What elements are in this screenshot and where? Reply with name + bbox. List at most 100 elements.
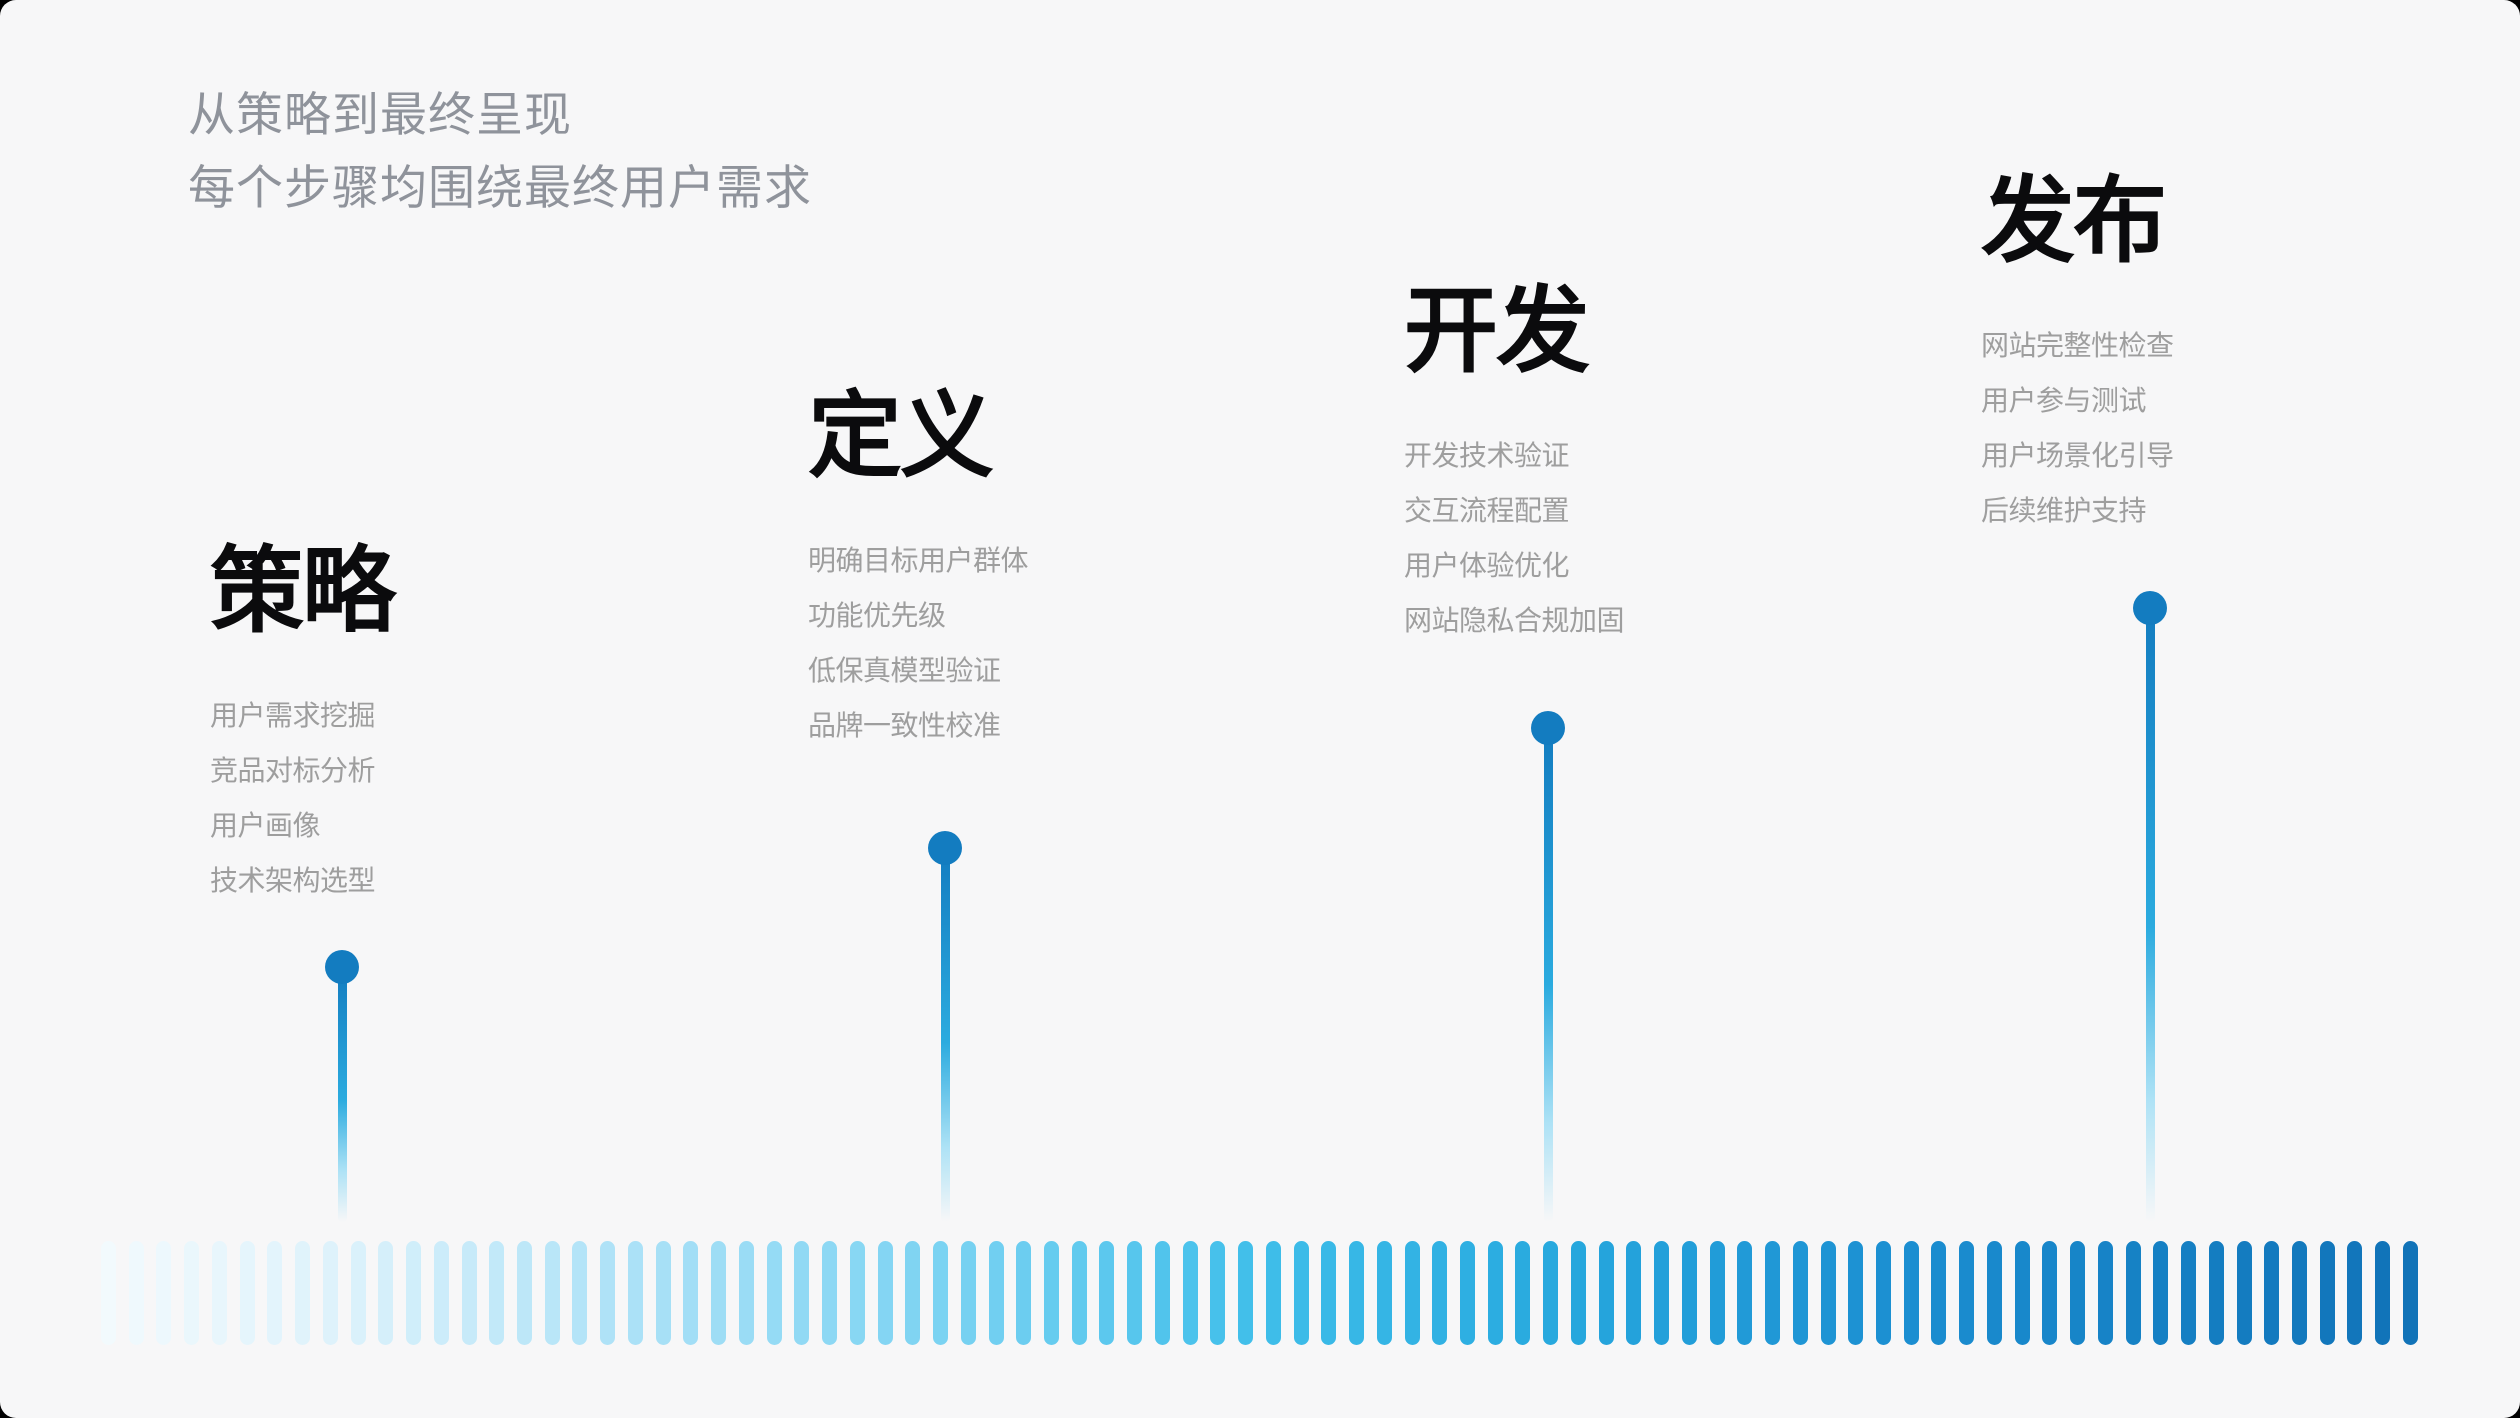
gradient-bar: [794, 1241, 810, 1345]
gradient-bar: [1959, 1241, 1975, 1345]
gradient-bar: [544, 1241, 560, 1345]
gradient-bar: [1265, 1241, 1281, 1345]
gradient-bar: [877, 1241, 893, 1345]
gradient-bar: [517, 1241, 533, 1345]
stage-item: 功能优先级: [808, 600, 946, 631]
gradient-bar: [128, 1241, 144, 1345]
gradient-bar: [1238, 1241, 1254, 1345]
stem-define: [941, 848, 950, 1222]
stage-launch: 发布 网站完整性检查用户参与测试用户场景化引导后续维护支持: [1981, 174, 2174, 538]
gradient-bar: [2042, 1241, 2058, 1345]
gradient-bar: [1986, 1241, 2002, 1345]
gradient-bar: [627, 1241, 643, 1345]
stage-strategy: 策略 用户需求挖掘竞品对标分析用户画像技术架构选型: [210, 538, 396, 908]
header-line-1: 从策略到最终呈现: [188, 88, 572, 141]
stage-item: 网站完整性检查: [1981, 330, 2174, 361]
gradient-bar: [905, 1241, 921, 1345]
gradient-bar: [2181, 1241, 2197, 1345]
gradient-bar: [2125, 1241, 2141, 1345]
stage-item: 开发技术验证: [1404, 440, 1570, 471]
gradient-bar: [1792, 1241, 1808, 1345]
gradient-bar: [572, 1241, 588, 1345]
gradient-bar: [2097, 1241, 2113, 1345]
gradient-bar: [1765, 1241, 1781, 1345]
stage-develop: 开发 开发技术验证交互流程配置用户体验优化网站隐私合规加固: [1404, 278, 1625, 648]
gradient-bar: [600, 1241, 616, 1345]
gradient-bar: [295, 1241, 311, 1345]
gradient-bars-strip: [101, 1241, 2418, 1345]
stage-item: 明确目标用户群体: [808, 545, 1029, 576]
gradient-bar: [101, 1241, 116, 1345]
milestone-dot-develop: [1531, 711, 1565, 745]
gradient-bar: [988, 1241, 1004, 1345]
page-header: 从策略到最终呈现 每个步骤均围绕最终用户需求: [188, 78, 812, 224]
gradient-bar: [1654, 1241, 1670, 1345]
stage-item: 品牌一致性校准: [808, 710, 1001, 741]
stage-title: 定义: [808, 383, 994, 488]
gradient-bar: [849, 1241, 865, 1345]
milestone-dot-strategy: [325, 950, 359, 984]
gradient-bar: [1487, 1241, 1503, 1345]
stage-title: 策略: [210, 538, 396, 643]
gradient-bar: [1876, 1241, 1891, 1345]
stage-define: 定义 明确目标用户群体功能优先级低保真模型验证品牌一致性校准: [808, 383, 1029, 753]
gradient-bar: [322, 1241, 338, 1345]
stage-item: 技术架构选型: [210, 865, 376, 896]
gradient-bar: [1570, 1241, 1586, 1345]
stage-item-list: 开发技术验证交互流程配置用户体验优化网站隐私合规加固: [1404, 428, 1625, 648]
gradient-bar: [184, 1241, 200, 1345]
stem-develop: [1544, 728, 1553, 1222]
gradient-bar: [406, 1241, 422, 1345]
gradient-bar: [2319, 1241, 2335, 1345]
stage-item: 用户参与测试: [1981, 385, 2147, 416]
gradient-bar: [1820, 1241, 1836, 1345]
stage-item: 低保真模型验证: [808, 655, 1001, 686]
gradient-bar: [2264, 1241, 2280, 1345]
gradient-bar: [2375, 1241, 2391, 1345]
gradient-bar: [1459, 1241, 1475, 1345]
gradient-bar: [1349, 1241, 1365, 1345]
gradient-bar: [1376, 1241, 1392, 1345]
stage-item: 后续维护支持: [1981, 495, 2147, 526]
gradient-bar: [1293, 1241, 1309, 1345]
gradient-bar: [711, 1241, 727, 1345]
gradient-bar: [933, 1241, 949, 1345]
gradient-bar: [1709, 1241, 1725, 1345]
gradient-bar: [1848, 1241, 1864, 1345]
stage-item: 网站隐私合规加固: [1404, 605, 1625, 636]
stage-item: 用户场景化引导: [1981, 440, 2174, 471]
stage-item: 用户画像: [210, 810, 321, 841]
gradient-bar: [683, 1241, 699, 1345]
gradient-bar: [1099, 1241, 1115, 1345]
gradient-bar: [655, 1241, 671, 1345]
gradient-bar: [2014, 1241, 2030, 1345]
gradient-bar: [1016, 1241, 1032, 1345]
header-line-2: 每个步骤均围绕最终用户需求: [188, 161, 812, 214]
gradient-bar: [1737, 1241, 1753, 1345]
gradient-bar: [378, 1241, 394, 1345]
gradient-bar: [2402, 1241, 2418, 1345]
gradient-bar: [2153, 1241, 2169, 1345]
gradient-bar: [1071, 1241, 1087, 1345]
milestone-dot-define: [928, 831, 962, 865]
gradient-bar: [1127, 1241, 1143, 1345]
gradient-bar: [433, 1241, 449, 1345]
gradient-bar: [267, 1241, 283, 1345]
gradient-bar: [1182, 1241, 1198, 1345]
gradient-bar: [1543, 1241, 1559, 1345]
gradient-bar: [1598, 1241, 1614, 1345]
gradient-bar: [1043, 1241, 1059, 1345]
gradient-bar: [1903, 1241, 1919, 1345]
stage-title: 开发: [1404, 278, 1590, 383]
stage-item-list: 明确目标用户群体功能优先级低保真模型验证品牌一致性校准: [808, 533, 1029, 753]
gradient-bar: [2070, 1241, 2086, 1345]
gradient-bar: [156, 1241, 172, 1345]
gradient-bar: [1321, 1241, 1337, 1345]
gradient-bar: [350, 1241, 366, 1345]
stage-item: 竞品对标分析: [210, 755, 376, 786]
gradient-bar: [766, 1241, 782, 1345]
gradient-bar: [1432, 1241, 1448, 1345]
gradient-bar: [1626, 1241, 1642, 1345]
stage-item-list: 网站完整性检查用户参与测试用户场景化引导后续维护支持: [1981, 318, 2174, 538]
